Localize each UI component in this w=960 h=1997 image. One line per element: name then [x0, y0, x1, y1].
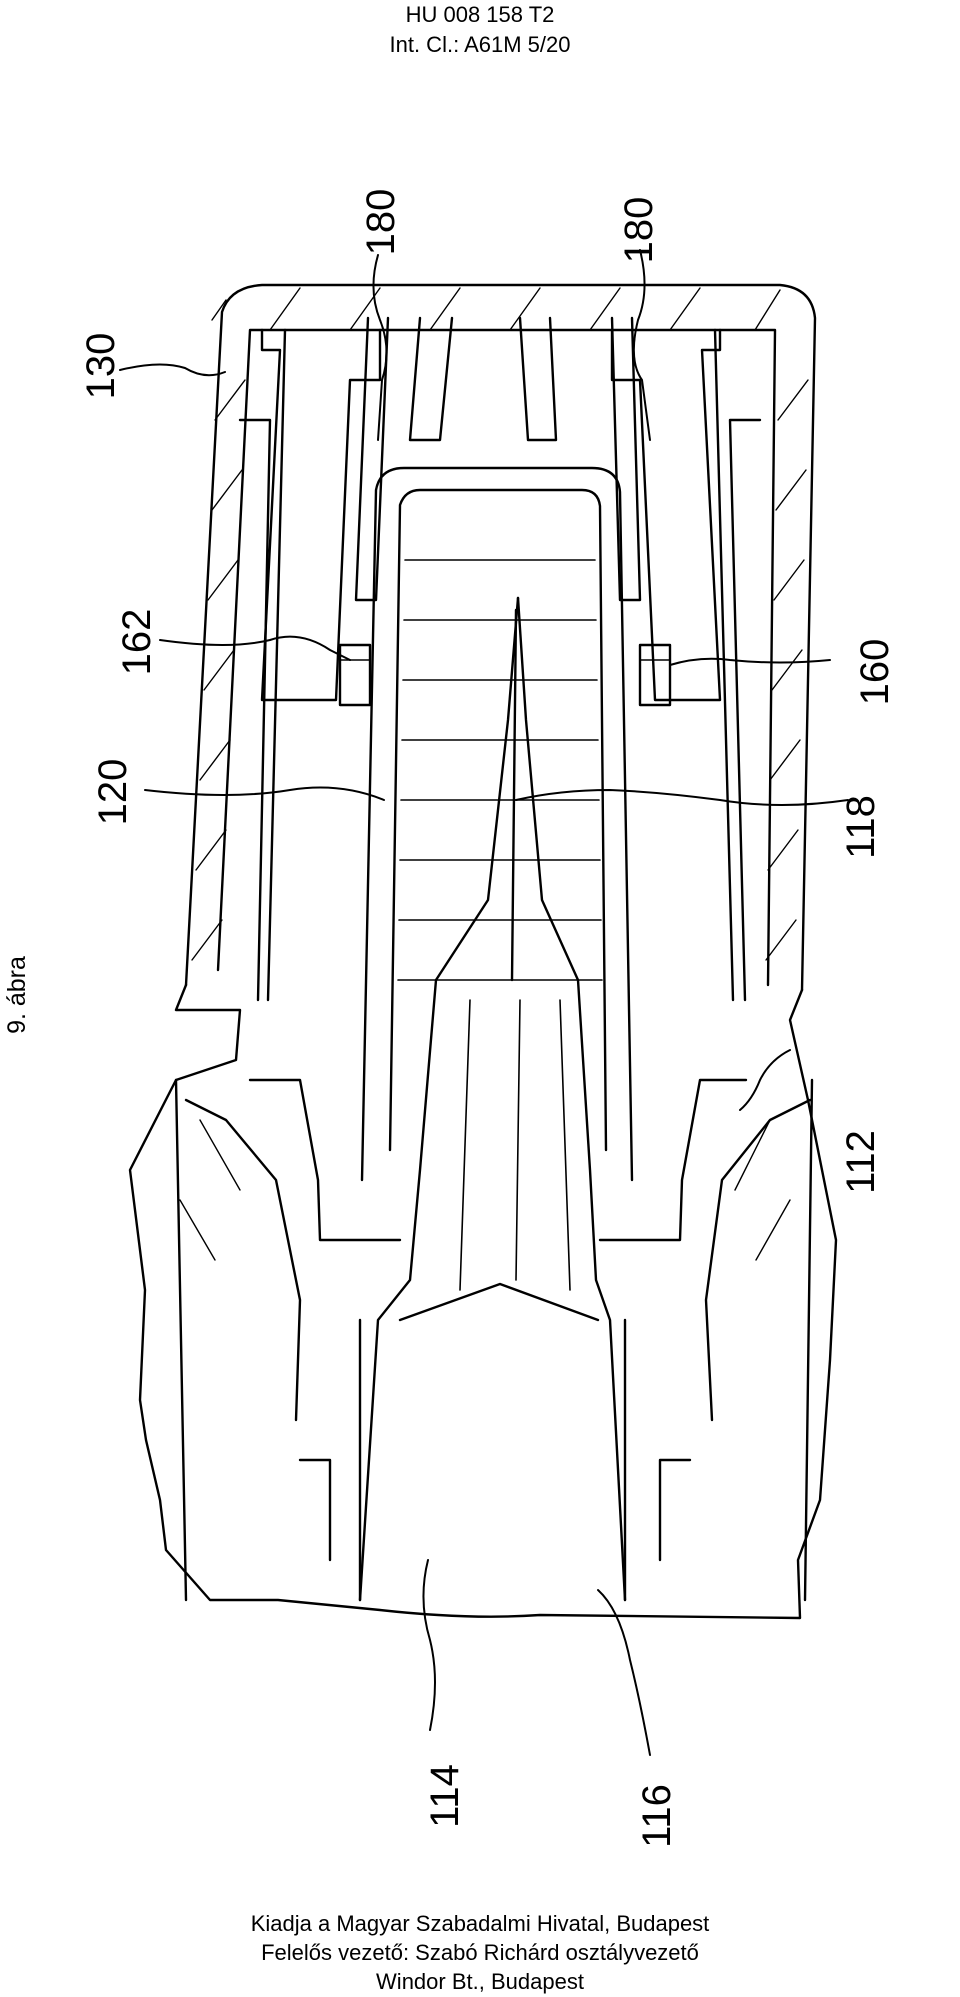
- ref-160: 160: [853, 638, 897, 706]
- inner-sleeves: [238, 316, 762, 1002]
- responsible-line: Felelős vezető: Szabó Richárd osztályvez…: [261, 1940, 699, 1965]
- ring: [338, 643, 672, 707]
- hub: [298, 978, 692, 1602]
- ref-180-left: 180: [359, 188, 403, 256]
- printer-line: Windor Bt., Budapest: [376, 1969, 584, 1994]
- ref-114: 114: [423, 1764, 467, 1828]
- body: [128, 983, 838, 1620]
- publisher-line: Kiadja a Magyar Szabadalmi Hivatal, Buda…: [250, 1911, 710, 1936]
- ref-112: 112: [839, 1130, 883, 1194]
- cap-shell: [184, 283, 817, 992]
- page-header: HU 008 158 T2 Int. Cl.: A61M 5/20: [0, 0, 960, 60]
- needle: [434, 596, 580, 982]
- ref-130: 130: [79, 332, 123, 400]
- ref-120: 120: [91, 758, 135, 826]
- leader-lines: [119, 249, 849, 1756]
- ref-180-right: 180: [617, 196, 661, 264]
- page-footer: Kiadja a Magyar Szabadalmi Hivatal, Buda…: [0, 1909, 960, 1996]
- ref-118: 118: [839, 795, 883, 859]
- ref-116: 116: [635, 1784, 679, 1848]
- patent-number: HU 008 158 T2: [405, 2, 555, 27]
- classification: Int. Cl.: A61M 5/20: [389, 32, 571, 57]
- needle-shield: [360, 466, 634, 1182]
- ref-162: 162: [115, 608, 159, 676]
